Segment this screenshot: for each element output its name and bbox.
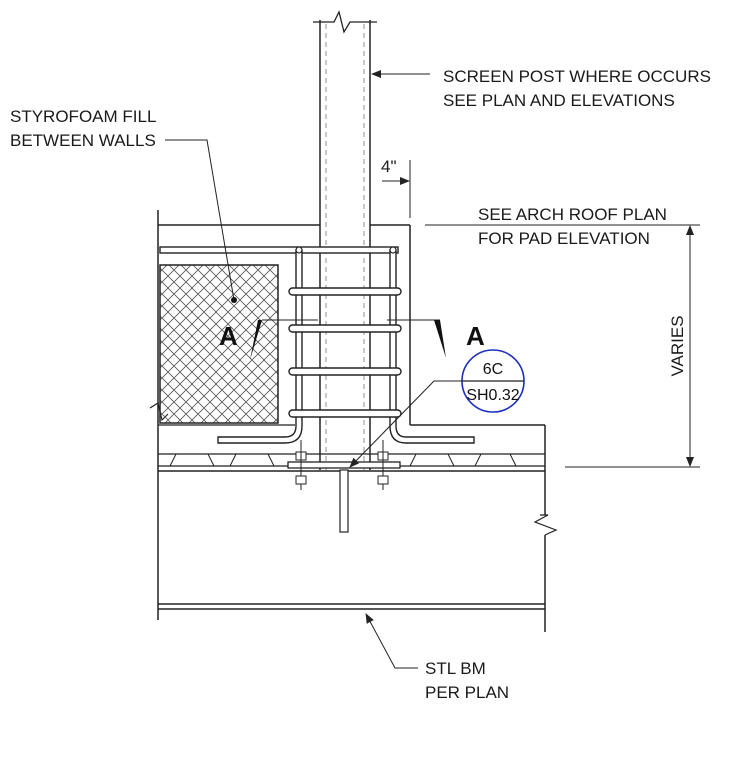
styrofoam-note-line1: STYROFOAM FILL [10, 107, 156, 126]
base-plate [287, 440, 401, 533]
steel-beam [158, 603, 545, 610]
roof-plan-note-line1: SEE ARCH ROOF PLAN [478, 205, 667, 224]
detail-tag[interactable]: 6C SH0.32 [349, 349, 525, 468]
rebar [159, 246, 475, 444]
beam-leader [365, 613, 418, 669]
styrofoam-fill [159, 264, 279, 424]
beam-note-line2: PER PLAN [425, 683, 509, 702]
styrofoam-leader [165, 139, 235, 301]
section-mark-left: A [219, 321, 238, 351]
dimension-4in-label: 4" [381, 157, 397, 176]
beam-note-line1: STL BM [425, 659, 486, 678]
concrete-pad [149, 210, 558, 632]
varies-label: VARIES [668, 315, 687, 376]
dimension-varies: VARIES [425, 224, 700, 468]
styrofoam-note-line2: BETWEEN WALLS [10, 131, 156, 150]
screen-post-note-line1: SCREEN POST WHERE OCCURS [443, 67, 711, 86]
break-line [313, 10, 377, 34]
section-cut: A A [219, 319, 485, 360]
screen-post [313, 10, 377, 470]
dimension-4in: 4" [381, 157, 411, 218]
section-mark-right: A [466, 321, 485, 351]
roof-plan-note-line2: FOR PAD ELEVATION [478, 229, 650, 248]
detail-number: 6C [483, 361, 503, 378]
screen-post-note-line2: SEE PLAN AND ELEVATIONS [443, 91, 675, 110]
detail-sheet: SH0.32 [466, 387, 519, 404]
break-line [533, 514, 558, 536]
